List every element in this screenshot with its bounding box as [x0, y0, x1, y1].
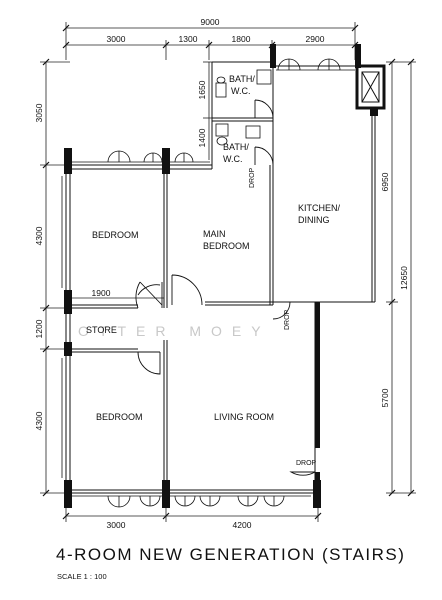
bath-2-label-line-1: BATH/	[223, 142, 249, 152]
drop-label-kitchen: DROP	[284, 309, 291, 330]
drop-label-bath: DROP	[249, 167, 256, 188]
dim-bottom-2: 4200	[233, 520, 252, 530]
lift-shaft	[355, 64, 386, 110]
store-label: STORE	[86, 325, 117, 335]
doors	[135, 99, 316, 476]
bedroom-top-label: BEDROOM	[92, 230, 139, 240]
kitchen-label-line-2: DINING	[298, 215, 330, 225]
dim-left-1: 3050	[34, 103, 44, 122]
bath-2-label-line-2: W.C.	[223, 154, 243, 164]
bath-1-label-line-2: W.C.	[231, 86, 251, 96]
main-bedroom-label-line-2: BEDROOM	[203, 241, 250, 251]
bath-1-label-line-1: BATH/	[229, 74, 255, 84]
windows	[61, 69, 355, 497]
dim-bath-1: 1650	[197, 80, 207, 99]
dim-top-seg-2: 1300	[179, 34, 198, 44]
dim-top-total: 9000	[201, 17, 220, 27]
dim-left-3: 1200	[34, 319, 44, 338]
kitchen-label-line-1: KITCHEN/	[298, 203, 341, 213]
dim-top-seg-4: 2900	[306, 34, 325, 44]
dim-store-width: 1900	[92, 288, 111, 298]
bedroom-bottom-label: BEDROOM	[96, 412, 143, 422]
drop-label-living: DROP	[296, 460, 317, 467]
plan-scale: SCALE 1 : 100	[57, 572, 107, 581]
dim-right-1: 6950	[380, 172, 390, 191]
plan-title: 4-ROOM NEW GENERATION (STAIRS)	[56, 545, 406, 564]
dim-bath-2: 1400	[197, 128, 207, 147]
thin-walls	[65, 61, 376, 494]
dimension-lines	[40, 22, 416, 522]
bath-fixtures	[215, 69, 272, 146]
window-sashes	[107, 58, 341, 508]
dim-left-4: 4300	[34, 411, 44, 430]
dim-bottom-1: 3000	[107, 520, 126, 530]
watermark: OTTER MOEY	[78, 323, 271, 339]
dim-top-seg-1: 3000	[107, 34, 126, 44]
thick-walls	[64, 44, 378, 508]
main-bedroom-label-line-1: MAIN	[203, 229, 226, 239]
dim-left-2: 4300	[34, 226, 44, 245]
dim-right-total: 12650	[399, 266, 409, 290]
dim-top-seg-3: 1800	[232, 34, 251, 44]
living-room-label: LIVING ROOM	[214, 412, 274, 422]
dim-right-2: 5700	[380, 388, 390, 407]
